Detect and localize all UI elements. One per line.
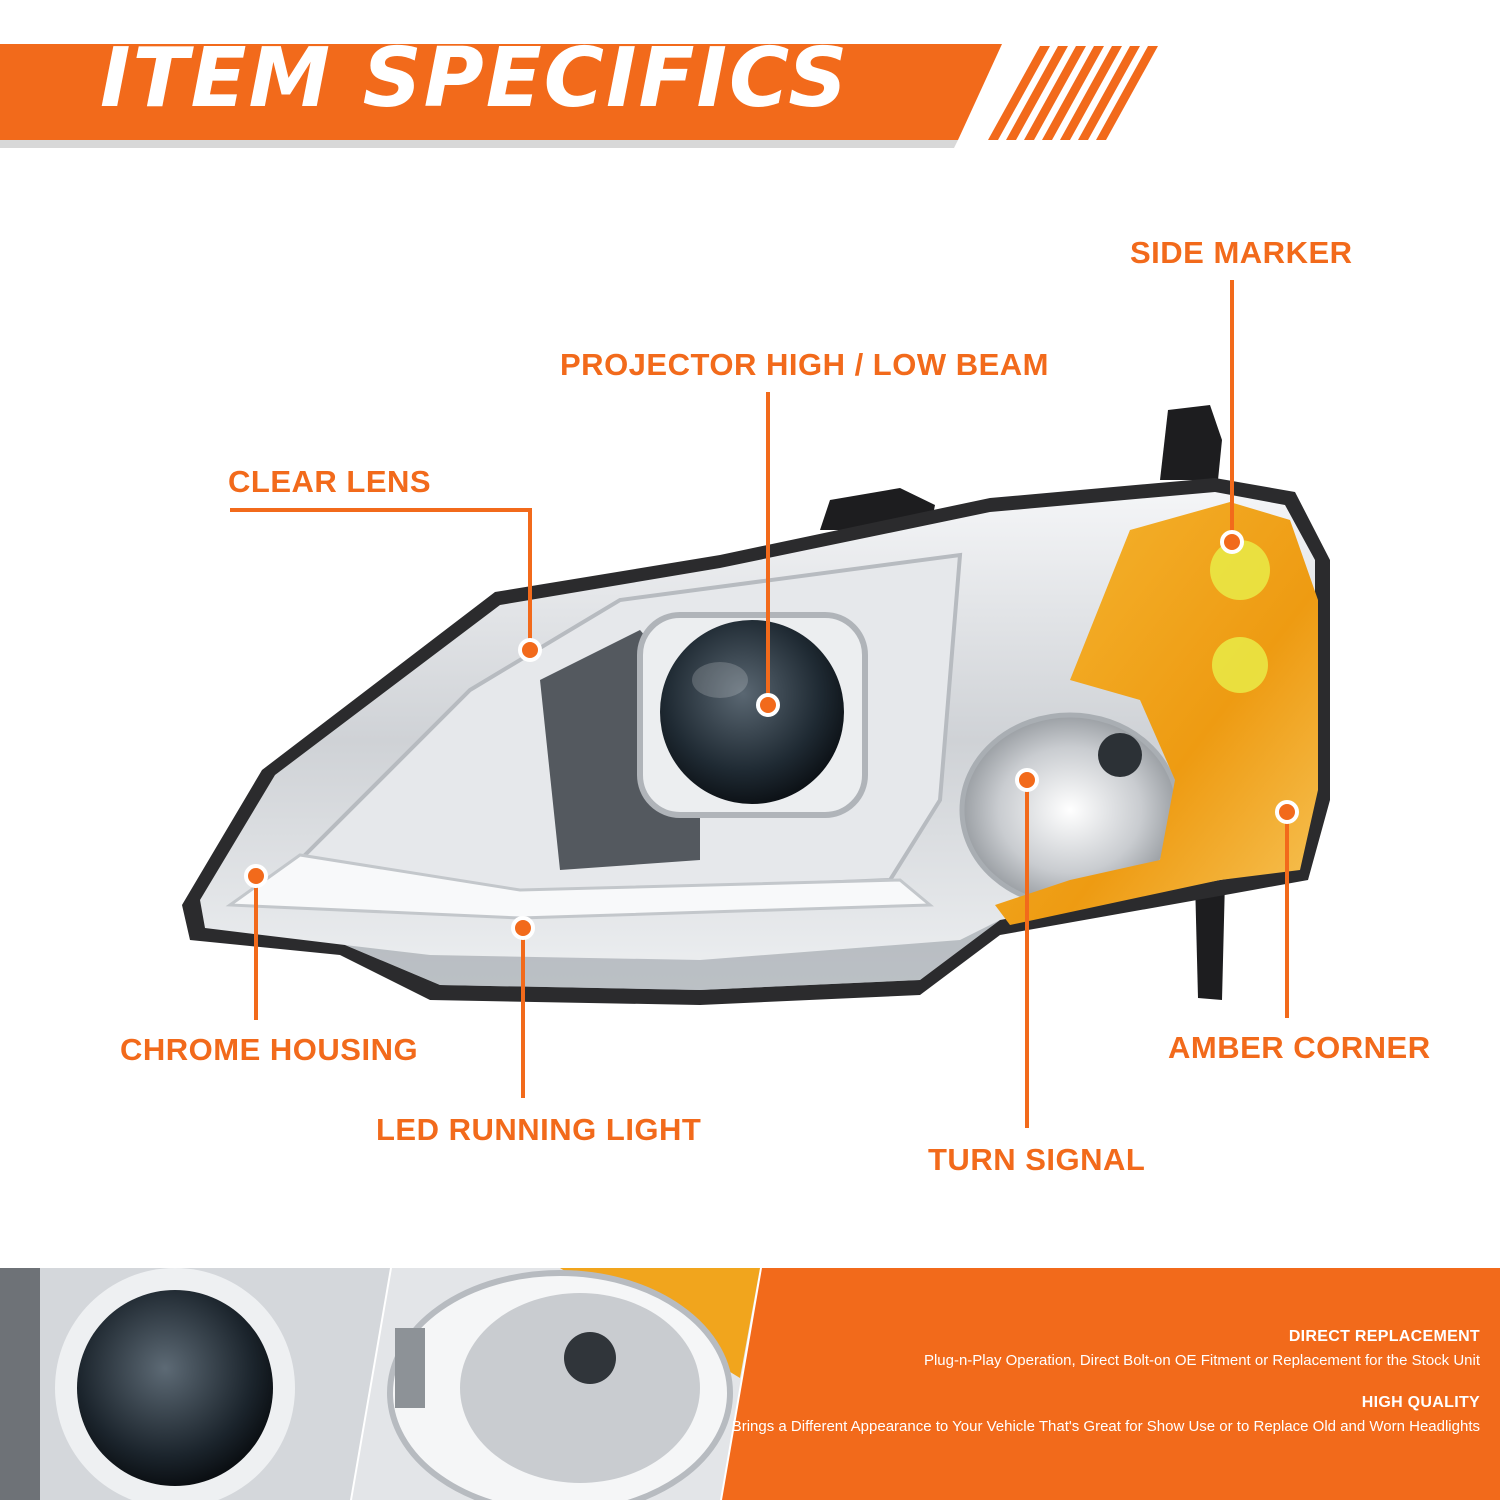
label-clear-lens: CLEAR LENS	[228, 464, 432, 499]
label-projector-beam: PROJECTOR HIGH / LOW BEAM	[560, 347, 1050, 382]
callout-dots	[244, 530, 1299, 940]
feature-direct-replacement: DIRECT REPLACEMENT Plug-n-Play Operation…	[924, 1328, 1480, 1369]
feature-title: DIRECT REPLACEMENT	[1288, 1328, 1480, 1345]
label-amber-corner: AMBER CORNER	[1168, 1030, 1431, 1065]
label-side-marker: SIDE MARKER	[1130, 235, 1353, 270]
label-chrome-housing: CHROME HOUSING	[120, 1032, 419, 1067]
bottom-detail-panel: DIRECT REPLACEMENT Plug-n-Play Operation…	[0, 1268, 1500, 1500]
page-title: ITEM SPECIFICS	[100, 31, 850, 126]
mount-bracket	[1195, 880, 1225, 1000]
mount-tab	[1160, 405, 1222, 480]
feature-text: Plug-n-Play Operation, Direct Bolt-on OE…	[923, 1352, 1480, 1369]
header-banner: ITEM SPECIFICS	[0, 0, 1500, 150]
stripe-decoration	[988, 46, 1158, 140]
feature-text: Brings a Different Appearance to Your Ve…	[731, 1418, 1480, 1435]
label-turn-signal: TURN SIGNAL	[928, 1142, 1146, 1177]
callout-leaders	[230, 280, 1289, 1128]
info-panel	[722, 1268, 1500, 1500]
feature-title: HIGH QUALITY	[1361, 1394, 1480, 1411]
thumbnail-projector	[0, 1268, 390, 1500]
amber-corner	[995, 502, 1318, 925]
feature-high-quality: HIGH QUALITY Brings a Different Appearan…	[732, 1394, 1480, 1435]
label-led-running-light: LED RUNNING LIGHT	[376, 1112, 702, 1147]
thumbnail-turn-signal	[352, 1268, 760, 1500]
banner-shape	[0, 44, 1158, 148]
projector-lens	[660, 620, 844, 804]
